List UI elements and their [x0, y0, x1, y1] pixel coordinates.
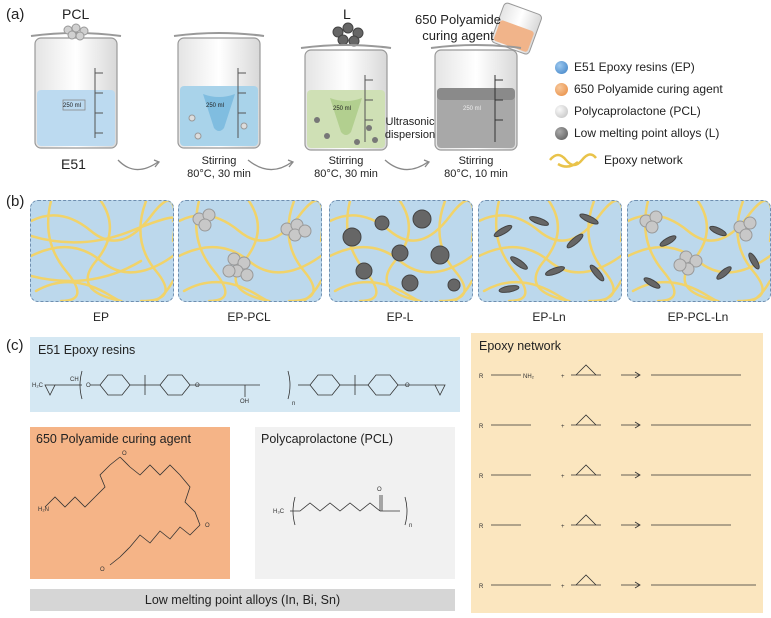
pcl-box-title: Polycaprolactone (PCL)	[261, 432, 394, 446]
volume-mark-3: 250 ml	[333, 106, 352, 112]
svg-text:+: +	[561, 474, 565, 480]
network-squiggle-icon	[549, 153, 597, 168]
svg-text:R: R	[479, 474, 484, 480]
beaker-stirring-1	[173, 32, 265, 149]
svg-text:R: R	[479, 524, 484, 530]
network-reactions: R NH₂ + R + R + R + R +	[479, 364, 756, 590]
legend-pcl-label: Polycaprolactone (PCL)	[574, 104, 701, 118]
svg-text:OH: OH	[240, 399, 249, 405]
svg-text:+: +	[561, 374, 565, 380]
svg-text:+: +	[561, 584, 565, 590]
pouring-beaker	[491, 2, 542, 55]
pcl-structure: H₃C On	[273, 487, 412, 529]
tile-ep	[30, 200, 174, 302]
svg-text:O: O	[86, 383, 91, 389]
pcl-dot-icon	[555, 104, 568, 118]
ep-dot-icon	[555, 60, 568, 74]
network-box-title: Epoxy network	[479, 339, 561, 353]
beaker-stirring-3	[430, 44, 522, 151]
svg-text:R: R	[479, 424, 484, 430]
polyamide-structure: H₂N O O O	[38, 451, 210, 573]
e51-structure: H₂C CH O O OH n O	[32, 370, 446, 407]
legend-alloy-label: Low melting point alloys (L)	[574, 126, 720, 140]
pcl-label: PCL	[62, 6, 90, 22]
polyamide-box-title: 650 Polyamide curing agent	[36, 432, 191, 446]
svg-text:O: O	[405, 383, 410, 389]
legend-alloy: Low melting point alloys (L)	[555, 126, 719, 140]
panel-b-letter: (b)	[6, 193, 25, 210]
svg-text:+: +	[561, 424, 565, 430]
panel-a-letter: (a)	[6, 6, 25, 23]
beaker-stirring-2	[300, 44, 392, 151]
epoxy-network-box: Epoxy network R NH₂ + R + R + R + R +	[471, 333, 763, 613]
tile-ep-label: EP	[92, 310, 109, 324]
polyamide-structure-box: 650 Polyamide curing agent H₂N O O O	[30, 427, 230, 579]
svg-text:H₃C: H₃C	[273, 509, 285, 515]
legend-ep-label: E51 Epoxy resins (EP)	[574, 60, 695, 74]
volume-mark-4: 250 ml	[463, 106, 482, 112]
tile-ep-ln	[478, 200, 622, 302]
volume-mark-1: 250 ml	[63, 103, 82, 109]
svg-text:O: O	[205, 523, 210, 529]
curing-dot-icon	[555, 82, 568, 96]
tile-ep-pcl-ln	[627, 200, 771, 302]
curing-agent-label: 650 Polyamide curing agent	[415, 12, 501, 43]
tile-ep-l	[329, 200, 473, 302]
svg-text:O: O	[122, 451, 127, 457]
legend-pcl: Polycaprolactone (PCL)	[555, 104, 701, 118]
tile-ep-pcl-label: EP-PCL	[227, 310, 271, 324]
alloy-pellets	[332, 22, 364, 47]
tile-ep-pcl-ln-label: EP-PCL-Ln	[667, 310, 729, 324]
e51-label: E51	[61, 156, 86, 172]
tile-ep-ln-label: EP-Ln	[532, 310, 566, 324]
alloy-label: L	[343, 6, 351, 22]
legend-curing: 650 Polyamide curing agent	[555, 82, 723, 96]
svg-text:NH₂: NH₂	[523, 374, 535, 380]
svg-text:O: O	[377, 487, 382, 493]
svg-text:H₂N: H₂N	[38, 507, 49, 513]
panel-a-process	[30, 2, 542, 171]
svg-text:O: O	[100, 567, 105, 573]
step1-label: Stirring 80°C, 30 min	[187, 155, 251, 180]
svg-text:H₂C: H₂C	[32, 383, 44, 389]
legend-curing-label: 650 Polyamide curing agent	[574, 82, 723, 96]
svg-text:+: +	[561, 524, 565, 530]
legend-network-label: Epoxy network	[604, 153, 683, 167]
legend-ep: E51 Epoxy resins (EP)	[555, 60, 695, 74]
e51-box-title: E51 Epoxy resins	[38, 343, 136, 357]
legend-network: Epoxy network	[548, 150, 683, 170]
step2-label: Stirring 80°C, 30 min	[314, 155, 378, 180]
svg-text:O: O	[195, 383, 200, 389]
beaker-e51	[30, 32, 122, 149]
svg-text:R: R	[479, 374, 484, 380]
alloy-dot-icon	[555, 126, 568, 140]
tile-ep-pcl	[178, 200, 322, 302]
svg-text:R: R	[479, 584, 484, 590]
step3-label: Stirring 80°C, 10 min	[444, 155, 508, 180]
svg-text:CH: CH	[70, 377, 79, 383]
process-arrows	[117, 159, 431, 171]
pcl-pellets	[63, 23, 89, 41]
volume-mark-2: 250 ml	[206, 103, 225, 109]
alloys-bar: Low melting point alloys (In, Bi, Sn)	[30, 589, 455, 611]
tile-ep-l-label: EP-L	[386, 310, 414, 324]
panel-c-letter: (c)	[6, 337, 24, 354]
e51-structure-box: E51 Epoxy resins H₂C CH O O OH n O	[30, 337, 460, 412]
svg-text:n: n	[409, 523, 412, 529]
ultrasonic-label: Ultrasonic dispersion	[384, 116, 436, 141]
svg-text:n: n	[292, 401, 295, 407]
